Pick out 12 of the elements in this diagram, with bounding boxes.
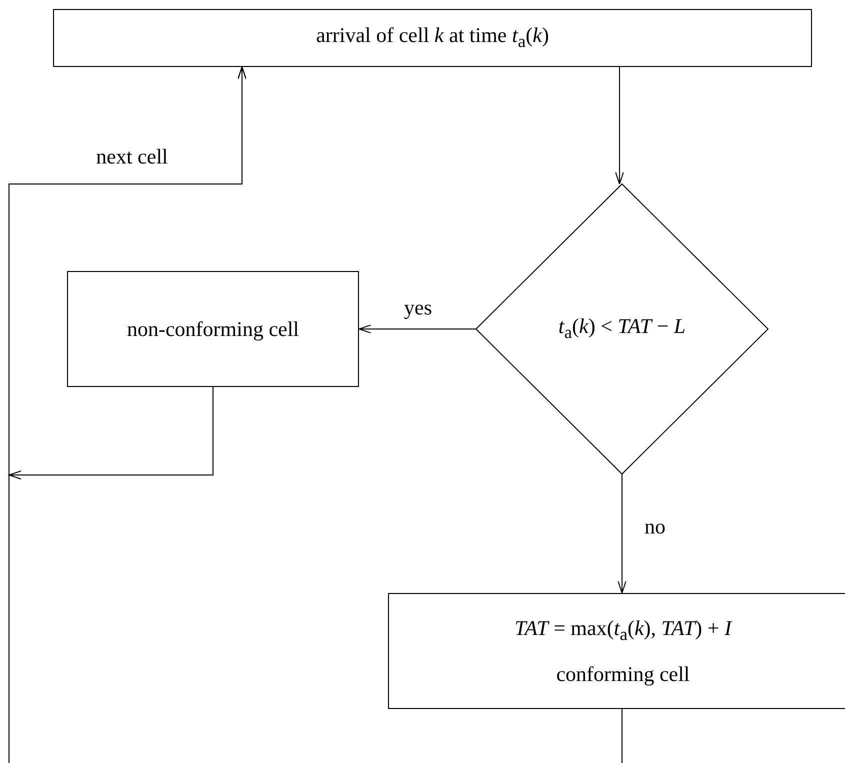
formula-text: TAT = max(t$_{a}$(k), TAT) + I <box>514 614 732 646</box>
arrow <box>358 324 476 334</box>
arrow <box>618 474 626 594</box>
process-box <box>53 9 812 67</box>
process-box <box>388 593 845 709</box>
arrow <box>615 66 624 184</box>
condition-text: t$_{a}$(k) < TAT − L <box>558 312 686 344</box>
arrow <box>7 66 246 480</box>
box-text: non-conforming cell <box>126 316 300 343</box>
process-box <box>67 271 359 387</box>
box-text: arrival of cell k at time t$_{a}$(k) <box>316 22 549 54</box>
box-text: conforming cell <box>556 661 690 688</box>
